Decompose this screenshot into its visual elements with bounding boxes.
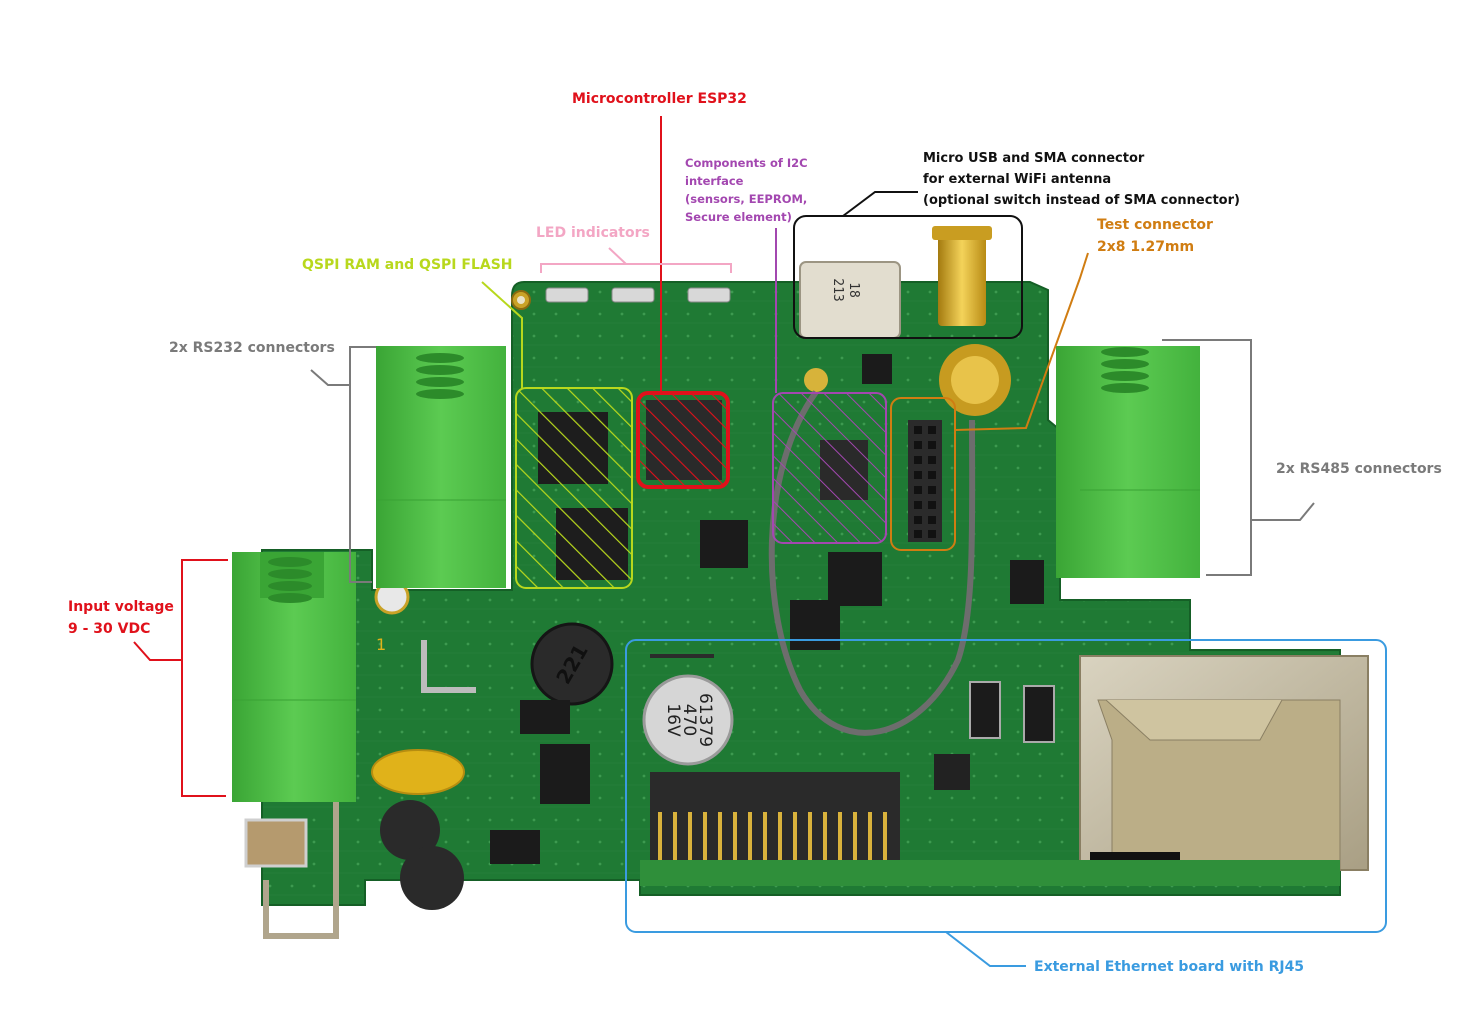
- label-usb-sma: Micro USB and SMA connector for external…: [923, 148, 1240, 211]
- label-test-connector: Test connector 2x8 1.27mm: [1097, 214, 1213, 258]
- label-ethernet: External Ethernet board with RJ45: [1034, 959, 1305, 975]
- pin-header: [650, 772, 900, 872]
- highlight-test-connector: [890, 397, 956, 551]
- micro-usb-connector: 18 213: [799, 261, 901, 339]
- ethernet-board-strip: [640, 860, 1340, 886]
- label-power-line-2: 9 - 30 VDC: [68, 621, 151, 637]
- leader-rs485-bracket: [1162, 339, 1252, 576]
- leader-led: [608, 247, 627, 265]
- highlight-qspi: [515, 387, 633, 589]
- leader-led-bracket: [540, 263, 732, 273]
- label-usb-sma-line-3: (optional switch instead of SMA connecto…: [923, 193, 1240, 208]
- leader-power: [133, 641, 182, 661]
- ufl-connector: [804, 368, 828, 392]
- highlight-ethernet: [625, 639, 1387, 933]
- label-i2c-line-1: Components of I2C: [685, 156, 808, 170]
- label-led: LED indicators: [536, 225, 650, 241]
- inductor: 221: [530, 622, 614, 706]
- cap-marking-2: 470: [679, 704, 699, 736]
- label-rs485: 2x RS485 connectors: [1276, 461, 1442, 477]
- leader-rs232: [310, 369, 350, 386]
- highlight-mcu: [636, 391, 730, 489]
- leader-test: [954, 252, 1089, 431]
- sma-connector: [932, 226, 1011, 416]
- leader-ethernet: [945, 931, 1026, 967]
- label-test-line-2: 2x8 1.27mm: [1097, 239, 1195, 255]
- label-i2c-line-2: interface: [685, 174, 744, 188]
- pin1-marking: 1: [376, 635, 386, 654]
- varistor: [371, 749, 465, 795]
- electrolytic-capacitor: 61379 470 16V: [642, 654, 734, 766]
- label-power-line-1: Input voltage: [68, 599, 174, 615]
- highlight-i2c: [772, 392, 887, 544]
- led-row: [545, 287, 731, 303]
- leader-usb-sma: [842, 191, 918, 217]
- cap-marking-1: 61379: [695, 693, 715, 747]
- label-test-line-1: Test connector: [1097, 217, 1213, 233]
- leader-power-bracket: [181, 559, 228, 797]
- label-usb-sma-line-2: for external WiFi antenna: [923, 172, 1112, 187]
- label-usb-sma-line-1: Micro USB and SMA connector: [923, 151, 1145, 166]
- label-rs232: 2x RS232 connectors: [169, 340, 335, 356]
- terminal-block-rs232: [376, 346, 506, 588]
- label-power: Input voltage 9 - 30 VDC: [68, 596, 174, 640]
- cap-marking-3: 16V: [663, 703, 683, 737]
- label-qspi: QSPI RAM and QSPI FLASH: [302, 257, 513, 273]
- label-i2c-line-3: (sensors, EEPROM,: [685, 192, 808, 206]
- leader-rs485: [1251, 502, 1315, 521]
- label-i2c: Components of I2C interface (sensors, EE…: [685, 154, 808, 226]
- highlight-usb-sma: [793, 215, 1023, 339]
- usb-code-1: 18: [846, 282, 861, 298]
- usb-code-2: 213: [830, 278, 845, 301]
- label-i2c-line-4: Secure element): [685, 210, 792, 224]
- test-connector-header: [908, 420, 942, 542]
- label-mcu: Microcontroller ESP32: [572, 91, 747, 107]
- rj45-jack: [1079, 655, 1369, 871]
- terminal-block-power: [232, 552, 356, 802]
- leader-rs232-bracket: [349, 346, 376, 583]
- leader-qspi: [481, 281, 523, 388]
- terminal-block-rs485: [1056, 346, 1200, 578]
